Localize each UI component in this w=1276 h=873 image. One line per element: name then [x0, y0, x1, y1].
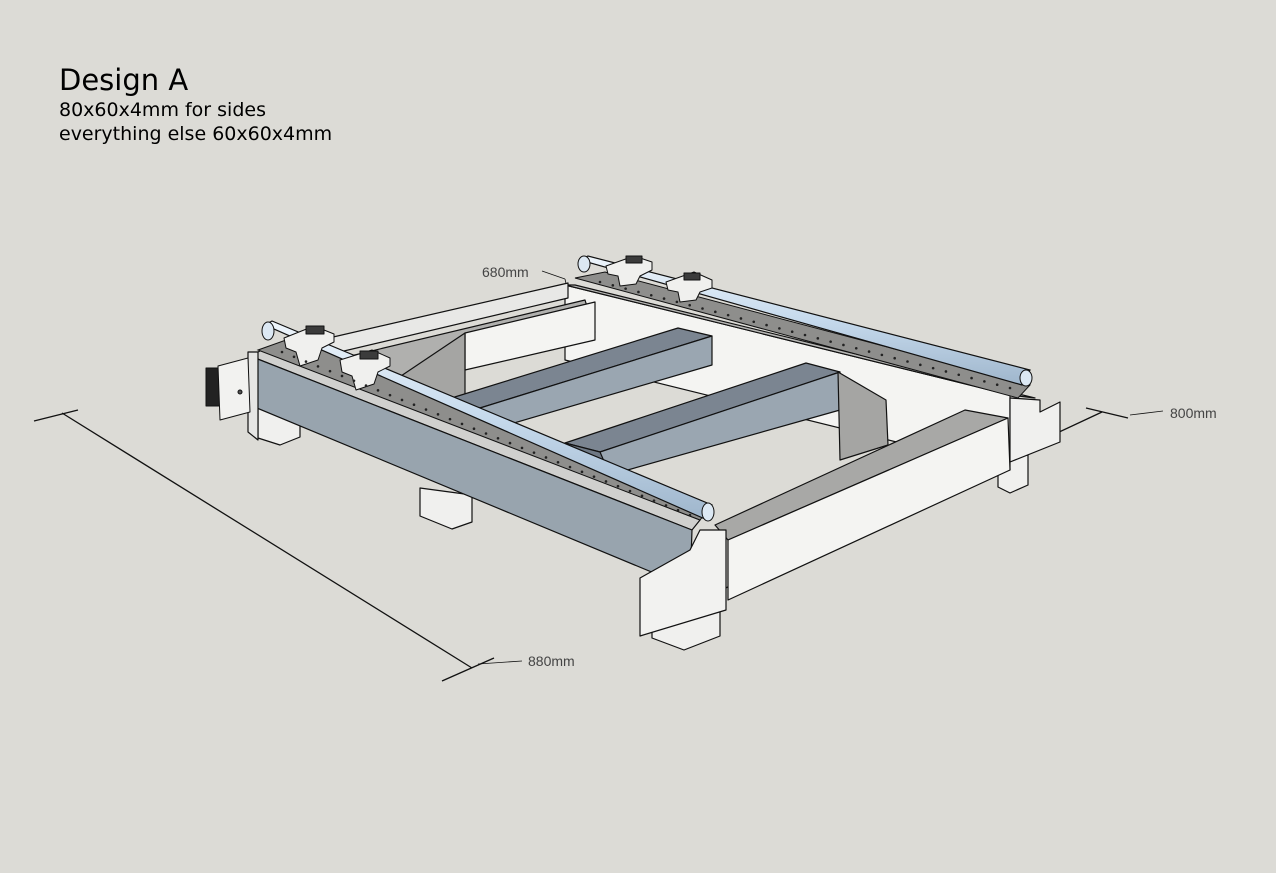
- mount-hole: [304, 360, 308, 363]
- mount-hole: [714, 310, 717, 314]
- stepper-motor: [205, 357, 251, 421]
- mount-hole: [983, 380, 986, 383]
- mount-hole: [637, 290, 640, 294]
- mount-hole: [628, 489, 632, 493]
- mount-hole: [400, 398, 404, 402]
- mount-hole: [944, 370, 948, 373]
- mount-hole: [649, 293, 653, 297]
- mount-hole: [880, 353, 884, 357]
- rail-support-blocks: [283, 255, 713, 391]
- design-title: Design A: [59, 63, 189, 97]
- mount-hole: [328, 369, 332, 373]
- mount-hole: [568, 465, 572, 469]
- mount-hole: [906, 360, 909, 363]
- mount-hole: [995, 383, 999, 386]
- mount-hole: [842, 343, 845, 347]
- mount-hole: [598, 280, 602, 284]
- mount-hole: [867, 350, 871, 353]
- mount-hole: [520, 446, 524, 450]
- mount-hole: [624, 287, 627, 290]
- mount-hole: [544, 456, 548, 459]
- mount-hole: [340, 374, 344, 378]
- front-corner-plate: [639, 529, 727, 637]
- mount-hole: [280, 350, 284, 354]
- mount-hole: [739, 317, 743, 320]
- dimension-800-label: 800mm: [1170, 405, 1217, 421]
- mount-hole: [778, 327, 781, 330]
- front-mount-holes: [280, 350, 692, 517]
- mount-hole: [664, 504, 668, 507]
- support-block-1: [283, 325, 335, 367]
- mount-hole: [424, 408, 428, 411]
- back-mount-holes: [598, 280, 1012, 390]
- mount-hole: [604, 480, 608, 483]
- mount-hole: [931, 366, 935, 370]
- mount-hole: [292, 355, 296, 359]
- mount-hole: [640, 494, 644, 498]
- mount-hole: [1008, 386, 1012, 390]
- mount-hole: [854, 346, 858, 350]
- front-end-beam: [714, 409, 1011, 601]
- spec-line-other: everything else 60x60x4mm: [59, 123, 333, 145]
- right-end-plate: [1009, 397, 1061, 463]
- mount-hole: [803, 333, 807, 337]
- support-block-2: [339, 349, 391, 391]
- mount-hole: [616, 484, 620, 488]
- mount-hole: [726, 313, 730, 317]
- mount-hole: [790, 330, 794, 333]
- back-rail-mount: [574, 271, 1031, 399]
- cross-beams: [444, 327, 841, 476]
- support-block-3: [605, 255, 653, 287]
- mount-hole: [508, 441, 512, 445]
- dimension-880-label: 880mm: [528, 653, 575, 669]
- mount-hole: [829, 340, 832, 343]
- mount-hole: [472, 427, 476, 431]
- mount-hole: [893, 356, 896, 360]
- mount-hole: [364, 384, 368, 387]
- mount-hole: [580, 470, 584, 474]
- mount-hole: [957, 373, 961, 377]
- mount-hole: [675, 300, 679, 304]
- mount-hole: [484, 432, 488, 435]
- mount-hole: [460, 422, 464, 426]
- mount-hole: [919, 363, 922, 367]
- mount-hole: [676, 508, 680, 512]
- mount-hole: [436, 413, 440, 416]
- title-block: Design A 80x60x4mm for sides everything …: [59, 62, 332, 146]
- mount-hole: [816, 337, 820, 340]
- mount-hole: [688, 513, 692, 517]
- support-block-4: [665, 271, 713, 303]
- mount-hole: [532, 451, 536, 454]
- mount-hole: [652, 499, 656, 502]
- mount-hole: [688, 303, 691, 307]
- mount-hole: [662, 297, 666, 300]
- mount-hole: [970, 376, 973, 380]
- dimension-680-label: 680mm: [482, 264, 529, 280]
- mount-hole: [412, 403, 416, 407]
- mount-hole: [376, 389, 380, 392]
- mount-hole: [701, 307, 704, 310]
- mount-hole: [765, 323, 768, 327]
- mount-hole: [611, 284, 615, 287]
- mount-hole: [592, 475, 596, 478]
- dimension-880: [33, 409, 523, 682]
- mount-hole: [388, 393, 392, 397]
- mount-hole: [352, 379, 356, 383]
- mount-hole: [752, 320, 756, 324]
- mount-hole: [316, 365, 320, 368]
- mount-hole: [448, 417, 452, 421]
- mount-hole: [496, 436, 500, 440]
- mount-hole: [556, 460, 560, 464]
- spec-line-sides: 80x60x4mm for sides: [59, 99, 266, 121]
